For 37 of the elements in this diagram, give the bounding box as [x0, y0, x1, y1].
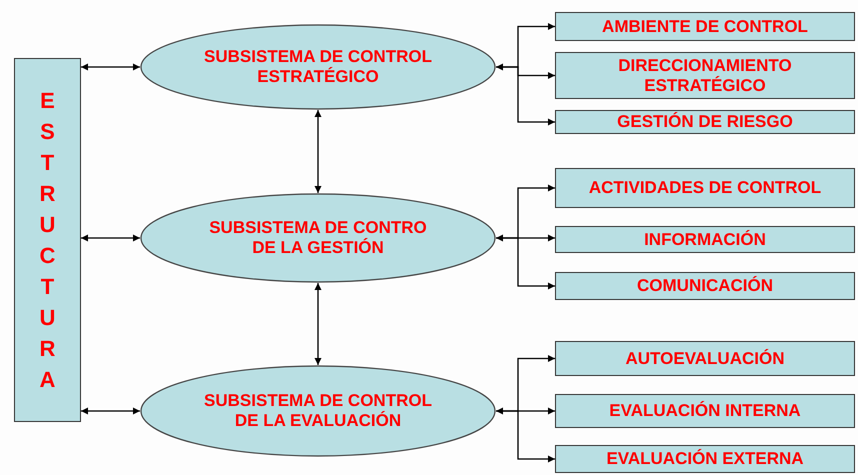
node-label: ACTIVIDADES DE CONTROL	[588, 178, 822, 198]
subsystem-ellipse	[140, 365, 496, 457]
arrow	[496, 410, 555, 462]
subsystem-ellipse	[140, 24, 496, 110]
arrow	[496, 237, 555, 290]
node-label: SUBSISTEMA DE CONTROL ESTRATÉGICO	[203, 47, 433, 87]
component-box	[555, 12, 855, 41]
component-box	[555, 168, 855, 208]
node-label: SUBSISTEMA DE CONTROL DE LA EVALUACIÓN	[203, 391, 433, 431]
node-label: COMUNICACIÓN	[637, 276, 773, 296]
vertical-label: ESTRUCTURA	[38, 87, 56, 394]
node-label: EVALUACIÓN EXTERNA	[606, 449, 804, 469]
arrow	[496, 66, 555, 126]
node-label: GESTIÓN DE RIESGO	[617, 112, 793, 132]
node-label: DIRECCIONAMIENTO ESTRATÉGICO	[617, 56, 793, 96]
arrow	[496, 234, 555, 242]
arrow	[81, 408, 140, 414]
arrow	[81, 234, 140, 242]
component-box	[555, 272, 855, 300]
arrow	[496, 64, 555, 79]
arrow	[496, 408, 555, 414]
node-label: AUTOEVALUACIÓN	[626, 348, 784, 368]
component-box	[555, 52, 855, 99]
component-box	[555, 226, 855, 253]
component-box	[555, 341, 855, 376]
component-box	[555, 394, 855, 428]
node-label: INFORMACIÓN	[644, 230, 766, 250]
component-box	[555, 110, 855, 134]
arrow	[314, 283, 322, 365]
structure-column	[14, 58, 81, 422]
node-label: AMBIENTE DE CONTROL	[602, 16, 808, 36]
subsystem-ellipse	[140, 193, 496, 283]
node-label: EVALUACIÓN INTERNA	[609, 401, 801, 421]
arrow	[81, 64, 140, 70]
node-label: SUBSISTEMA DE CONTRO DE LA GESTIÓN	[208, 218, 428, 258]
arrow	[314, 110, 322, 193]
component-box	[555, 445, 855, 473]
